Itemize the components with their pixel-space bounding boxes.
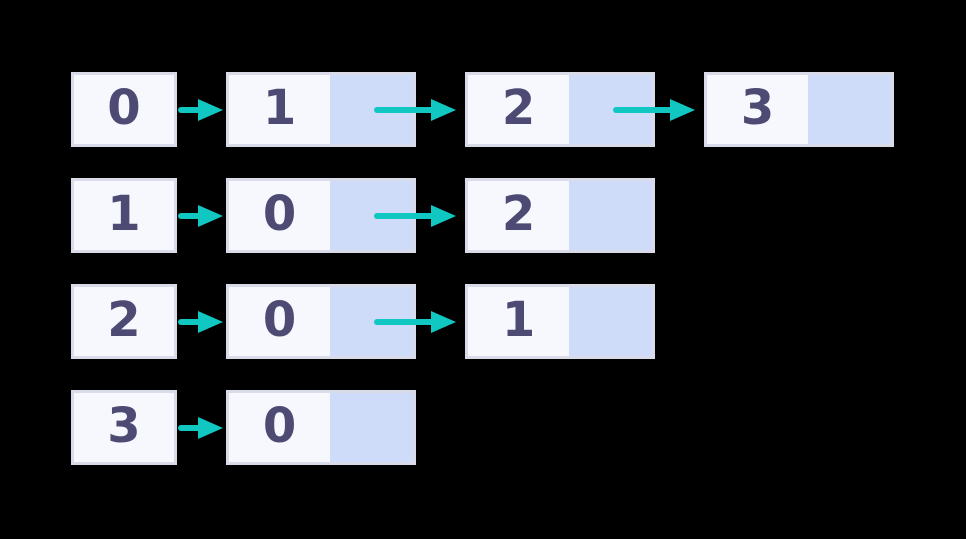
node-value: 2 <box>501 79 536 136</box>
node-data-cell: 2 <box>468 181 570 250</box>
node-pointer-cell <box>330 393 413 462</box>
node-data-cell: 0 <box>229 393 331 462</box>
head-node-value: 3 <box>107 397 141 454</box>
list-node-box: 0 <box>226 284 416 359</box>
list-node-box: 0 <box>226 390 416 465</box>
head-node-data-cell: 1 <box>74 181 174 250</box>
node-pointer-cell <box>808 75 891 144</box>
node-data-cell: 0 <box>229 287 331 356</box>
head-node-data-cell: 2 <box>74 287 174 356</box>
node-value: 2 <box>501 185 536 242</box>
list-node-box: 1 <box>465 284 655 359</box>
head-node-box: 3 <box>71 390 177 465</box>
node-value: 0 <box>262 185 297 242</box>
head-node-box: 0 <box>71 72 177 147</box>
pointer-arrow-icon <box>178 98 223 121</box>
pointer-arrow-icon <box>178 416 223 439</box>
node-pointer-cell <box>569 181 652 250</box>
head-node-data-cell: 3 <box>74 393 174 462</box>
node-data-cell: 1 <box>229 75 331 144</box>
head-node-value: 2 <box>107 291 141 348</box>
list-node-box: 2 <box>465 72 655 147</box>
head-node-data-cell: 0 <box>74 75 174 144</box>
pointer-arrow-icon <box>374 98 456 121</box>
list-node-box: 3 <box>704 72 894 147</box>
pointer-arrow-icon <box>374 310 456 333</box>
node-value: 0 <box>262 291 297 348</box>
node-value: 3 <box>740 79 775 136</box>
node-data-cell: 2 <box>468 75 570 144</box>
list-node-box: 2 <box>465 178 655 253</box>
head-node-value: 0 <box>107 79 141 136</box>
pointer-arrow-icon <box>178 204 223 227</box>
node-value: 0 <box>262 397 297 454</box>
head-node-value: 1 <box>107 185 141 242</box>
pointer-arrow-icon <box>374 204 456 227</box>
node-pointer-cell <box>569 287 652 356</box>
head-node-box: 2 <box>71 284 177 359</box>
pointer-arrow-icon <box>178 310 223 333</box>
head-node-box: 1 <box>71 178 177 253</box>
pointer-arrow-icon <box>613 98 695 121</box>
node-data-cell: 1 <box>468 287 570 356</box>
node-value: 1 <box>501 291 536 348</box>
node-value: 1 <box>262 79 297 136</box>
node-data-cell: 0 <box>229 181 331 250</box>
node-data-cell: 3 <box>707 75 809 144</box>
